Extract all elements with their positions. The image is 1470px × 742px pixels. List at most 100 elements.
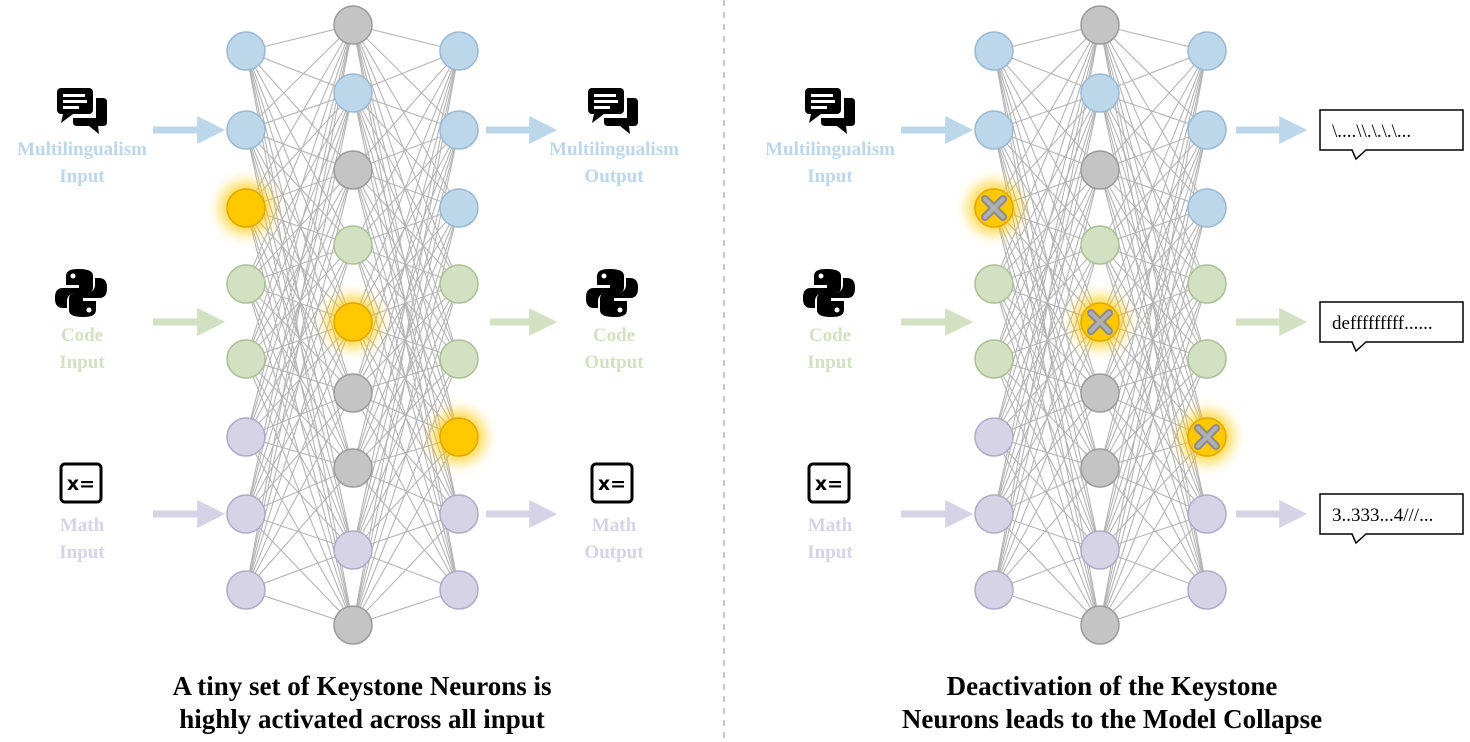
connection-edge bbox=[352, 24, 460, 209]
collapsed-output-blue-text: \....\\.\.\.\... bbox=[1332, 121, 1411, 142]
connection-edge bbox=[1099, 436, 1208, 626]
collapsed-output-green-text: defffffffff...... bbox=[1332, 313, 1433, 334]
connection-edge bbox=[245, 24, 354, 591]
connection-edge bbox=[993, 392, 1101, 591]
connection-edge bbox=[993, 92, 1101, 438]
collapsed-output-blue: \....\\.\.\.\... bbox=[1319, 109, 1464, 161]
output-python-logo-icon bbox=[586, 269, 638, 317]
deactivated-x-icon bbox=[1087, 309, 1113, 335]
connection-edge bbox=[245, 467, 354, 591]
input-math-equation-icon: x= bbox=[807, 462, 851, 504]
neuron-green bbox=[974, 339, 1014, 379]
math-icon-label: x= bbox=[67, 473, 95, 495]
connection-edge bbox=[993, 92, 1101, 209]
output-chat-bubble-icon bbox=[588, 88, 638, 134]
connection-edge bbox=[352, 129, 460, 323]
right-panel: MultilingualismInputCodeInputx=MathInput… bbox=[765, 5, 1464, 645]
output-math-equation-icon: x= bbox=[590, 462, 634, 504]
neuron-blue bbox=[1187, 110, 1227, 150]
collapsed-output-purple-text: 3..333...4///... bbox=[1332, 505, 1433, 526]
connection-edge bbox=[245, 321, 354, 591]
connection-edge bbox=[352, 50, 460, 626]
left-panel: MultilingualismInputCodeInputx=MathInput… bbox=[17, 5, 679, 645]
connection-edge bbox=[352, 283, 460, 626]
neuron-purple bbox=[974, 417, 1014, 457]
connection-edge bbox=[1099, 207, 1208, 323]
input-math-equation-icon: x= bbox=[59, 462, 103, 504]
connection-edge bbox=[993, 207, 1101, 394]
connection-edge bbox=[993, 24, 1101, 285]
connection-edge bbox=[245, 92, 354, 209]
connection-edge bbox=[245, 392, 354, 591]
connection-edge bbox=[1099, 24, 1208, 360]
neuron-purple bbox=[226, 494, 266, 534]
connection-edge bbox=[352, 50, 460, 323]
left-output-blue-label-line1: Multilingualism bbox=[549, 139, 679, 160]
left-output-purple-label-line1: Math bbox=[592, 515, 637, 536]
connection-edge bbox=[993, 129, 1101, 394]
left-output-blue-label-line2: Output bbox=[584, 166, 644, 187]
left-input-purple-label-line1: Math bbox=[60, 515, 105, 536]
connection-edge bbox=[993, 50, 1101, 246]
neuron-purple bbox=[439, 570, 479, 610]
neuron-gray bbox=[333, 373, 373, 413]
neuron-purple bbox=[974, 570, 1014, 610]
neuron-purple bbox=[439, 494, 479, 534]
neuron-purple bbox=[1187, 570, 1227, 610]
connection-edge bbox=[352, 358, 460, 626]
connection-edge bbox=[1099, 50, 1208, 171]
connection-edge bbox=[1099, 513, 1208, 626]
neuron-gray bbox=[333, 150, 373, 190]
neuron-blue bbox=[439, 110, 479, 150]
neuron-gray bbox=[1080, 5, 1120, 45]
neuron-gray bbox=[1080, 448, 1120, 488]
connection-edge bbox=[993, 24, 1101, 591]
connection-edge bbox=[352, 358, 460, 469]
keystone-neuron bbox=[333, 302, 373, 342]
connection-edge bbox=[245, 358, 354, 551]
left-input-green-label-line2: Input bbox=[59, 352, 105, 373]
neuron-green bbox=[439, 339, 479, 379]
left-input-purple-label-line2: Input bbox=[59, 542, 105, 563]
connection-edge bbox=[245, 129, 354, 469]
neuron-blue bbox=[333, 73, 373, 113]
connection-edge bbox=[352, 467, 460, 591]
connection-edge bbox=[993, 244, 1101, 591]
deactivated-x-icon bbox=[1194, 424, 1220, 450]
network-connections bbox=[245, 24, 460, 626]
connection-edge bbox=[993, 129, 1101, 469]
left-output-green-label-line1: Code bbox=[593, 325, 635, 346]
neuron-blue bbox=[226, 110, 266, 150]
math-icon-label: x= bbox=[598, 473, 626, 495]
left-input-blue-label-line1: Multilingualism bbox=[17, 139, 147, 160]
input-python-logo-icon bbox=[55, 269, 107, 317]
collapsed-output-green: defffffffff...... bbox=[1319, 301, 1464, 353]
left-caption-line1: A tiny set of Keystone Neurons is bbox=[172, 671, 551, 701]
connection-edge bbox=[352, 50, 460, 171]
right-input-purple-label-line2: Input bbox=[807, 542, 853, 563]
connection-edge bbox=[1099, 50, 1208, 246]
neuron-blue bbox=[1187, 188, 1227, 228]
connection-edge bbox=[1099, 24, 1208, 591]
connection-edge bbox=[245, 92, 354, 285]
right-input-green-label-line2: Input bbox=[807, 352, 853, 373]
connection-edge bbox=[1099, 358, 1208, 469]
connection-edge bbox=[245, 92, 354, 438]
input-chat-bubble-icon bbox=[805, 88, 855, 134]
neuron-purple bbox=[226, 417, 266, 457]
connection-edge bbox=[993, 24, 1101, 360]
connection-edge bbox=[245, 92, 354, 360]
neuron-purple bbox=[1187, 494, 1227, 534]
neuron-green bbox=[1187, 264, 1227, 304]
connection-edge bbox=[993, 24, 1101, 209]
connection-edge bbox=[352, 50, 460, 246]
left-output-green-label-line2: Output bbox=[584, 352, 644, 373]
connection-edge bbox=[1099, 24, 1208, 131]
deactivated-x-icon bbox=[981, 195, 1007, 221]
neuron-gray bbox=[333, 448, 373, 488]
neuron-gray bbox=[333, 605, 373, 645]
neuron-blue bbox=[439, 31, 479, 71]
connection-edge bbox=[245, 50, 354, 246]
connection-edge bbox=[352, 24, 460, 591]
